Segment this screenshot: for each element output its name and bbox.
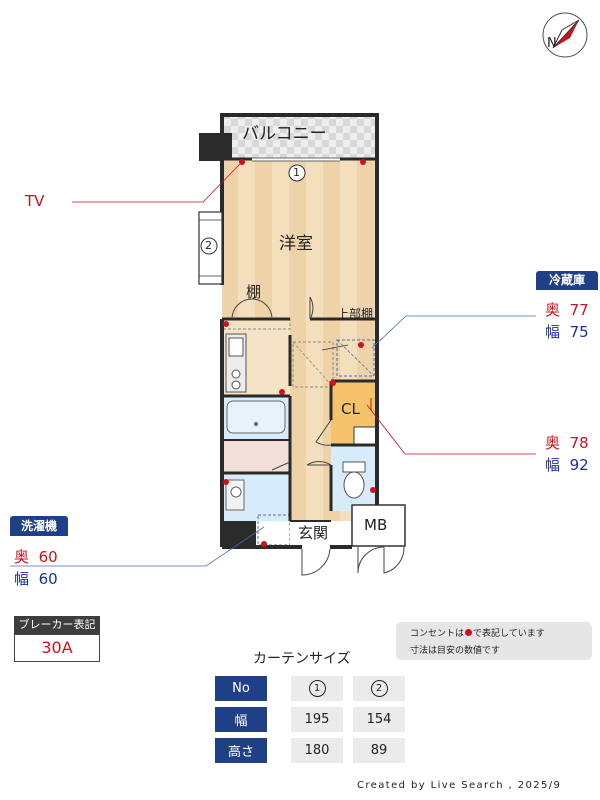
note-line1-after: で表記しています [473, 629, 545, 639]
fridge-width-label: 幅 [545, 323, 561, 341]
washer-title: 洗濯機 [10, 516, 68, 536]
curtain-height-2: 89 [353, 738, 405, 763]
curtain-header-height: 高さ [215, 738, 267, 763]
window-mark-1-text: 1 [293, 166, 300, 179]
tv-callout: TV [25, 192, 45, 210]
note-line2: 寸法は目安の数値です [410, 646, 501, 656]
fridge-space [336, 339, 375, 377]
curtain-size-table: No 1 2 幅 195 154 高さ 180 89 [215, 670, 405, 769]
upper-shelf-label: 上部棚 [337, 307, 374, 321]
entrance-floor [290, 521, 334, 547]
note-line1-before: コンセントは [410, 629, 465, 639]
closet-depth-label: 奥 [545, 434, 561, 452]
curtain-row-width: 幅 195 154 [215, 707, 405, 732]
window-mark-2-text: 2 [205, 239, 212, 252]
legend-note: コンセントはで表記しています 寸法は目安の数値です [396, 622, 592, 660]
credit-text: Created by Live Search , 2025/9 [357, 780, 562, 791]
meter-box [351, 504, 406, 547]
closet-width-value: 92 [569, 456, 589, 474]
closet-width-row: 幅 92 [545, 454, 589, 475]
entrance-label: 玄関 [298, 524, 329, 542]
compass-icon: N [542, 12, 588, 58]
curtain-row-height: 高さ 180 89 [215, 738, 405, 763]
western-room-label: 洋室 [279, 234, 313, 254]
balcony-area [222, 115, 377, 159]
western-room-floor [222, 159, 377, 319]
closet-label: CL [341, 400, 360, 418]
closet-depth-row: 奥 78 [545, 432, 589, 453]
tv-leader-line [72, 163, 241, 203]
washer-width-label: 幅 [14, 570, 30, 588]
bathtub-icon [226, 400, 286, 434]
door-swings [231, 296, 405, 576]
balcony-label: バルコニー [242, 124, 327, 144]
fridge-width-row: 幅 75 [545, 321, 589, 342]
curtain-width-2: 154 [353, 707, 405, 732]
washer-leader-line [10, 526, 265, 567]
washer-depth-value: 60 [38, 548, 58, 566]
fridge-depth-row: 奥 77 [545, 299, 589, 320]
closet-width-label: 幅 [545, 456, 561, 474]
window-mark-2 [200, 237, 218, 255]
curtain-header-no: No [215, 676, 267, 701]
curtain-no-1: 1 [291, 676, 343, 701]
curtain-row-no: No 1 2 [215, 676, 405, 701]
window-mark-1 [288, 164, 306, 182]
curtain-no-2-text: 2 [370, 680, 388, 697]
washer-width-value: 60 [38, 570, 58, 588]
curtain-no-1-text: 1 [308, 680, 326, 697]
closet-leader-line [366, 404, 536, 455]
fridge-depth-value: 77 [569, 301, 589, 319]
washer-depth-label: 奥 [14, 548, 30, 566]
fridge-width-value: 75 [569, 323, 589, 341]
washer-depth-row: 奥 60 [14, 546, 58, 567]
outlet-dot-icon [465, 629, 473, 636]
fridge-leader-line [371, 315, 536, 349]
fridge-depth-label: 奥 [545, 301, 561, 319]
outlet-markers [223, 159, 376, 547]
curtain-title: カーテンサイズ [253, 651, 351, 667]
svg-text:N: N [547, 36, 557, 51]
meter-box-label: MB [364, 516, 388, 534]
closet-depth-value: 78 [569, 434, 589, 452]
shelf-label: 棚 [246, 283, 262, 301]
curtain-header-width: 幅 [215, 707, 267, 732]
washer-width-row: 幅 60 [14, 568, 58, 589]
fridge-title: 冷蔵庫 [536, 271, 598, 290]
toilet-icon [342, 461, 366, 499]
curtain-no-2: 2 [353, 676, 405, 701]
breaker-value: 30A [14, 634, 100, 662]
curtain-width-1: 195 [291, 707, 343, 732]
breaker-label: ブレーカー表記 [14, 616, 100, 634]
curtain-height-1: 180 [291, 738, 343, 763]
